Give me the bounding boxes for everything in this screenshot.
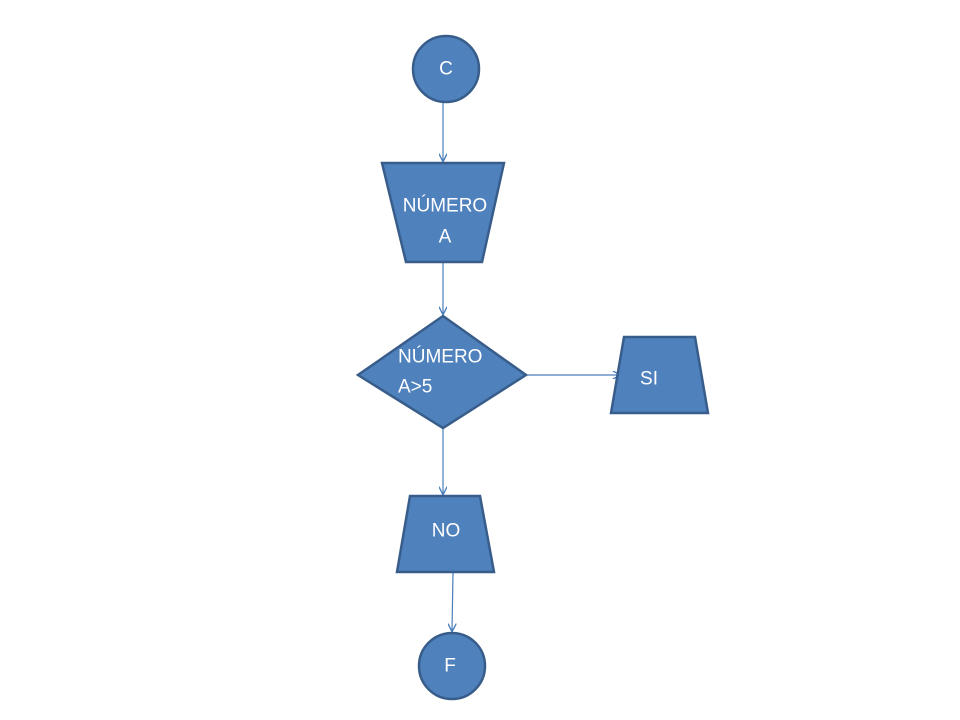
input-node[interactable]: NÚMERO A xyxy=(380,161,506,264)
end-node[interactable]: F xyxy=(417,631,487,701)
decision-diamond xyxy=(355,314,529,430)
decision-label-line1: NÚMERO xyxy=(398,346,482,368)
no-output-trapezoid xyxy=(395,494,496,574)
no-output-label: NO xyxy=(432,521,461,542)
start-connector-circle xyxy=(411,34,481,104)
yes-output-label: SI xyxy=(640,369,658,390)
yes-output-node[interactable]: SI xyxy=(609,335,710,415)
start-label: C xyxy=(439,59,453,80)
decision-node[interactable]: NÚMERO A>5 xyxy=(355,314,529,430)
end-label: F xyxy=(444,656,456,677)
input-label-line1: NÚMERO xyxy=(403,195,487,217)
start-node[interactable]: C xyxy=(411,34,481,104)
edge-no-to-end xyxy=(452,572,453,631)
input-trapezoid xyxy=(380,161,506,264)
no-output-node[interactable]: NO xyxy=(395,494,496,574)
input-label-line2: A xyxy=(439,227,452,248)
end-connector-circle xyxy=(417,631,487,701)
decision-label-line2: A>5 xyxy=(398,377,432,398)
yes-output-trapezoid xyxy=(609,335,710,415)
